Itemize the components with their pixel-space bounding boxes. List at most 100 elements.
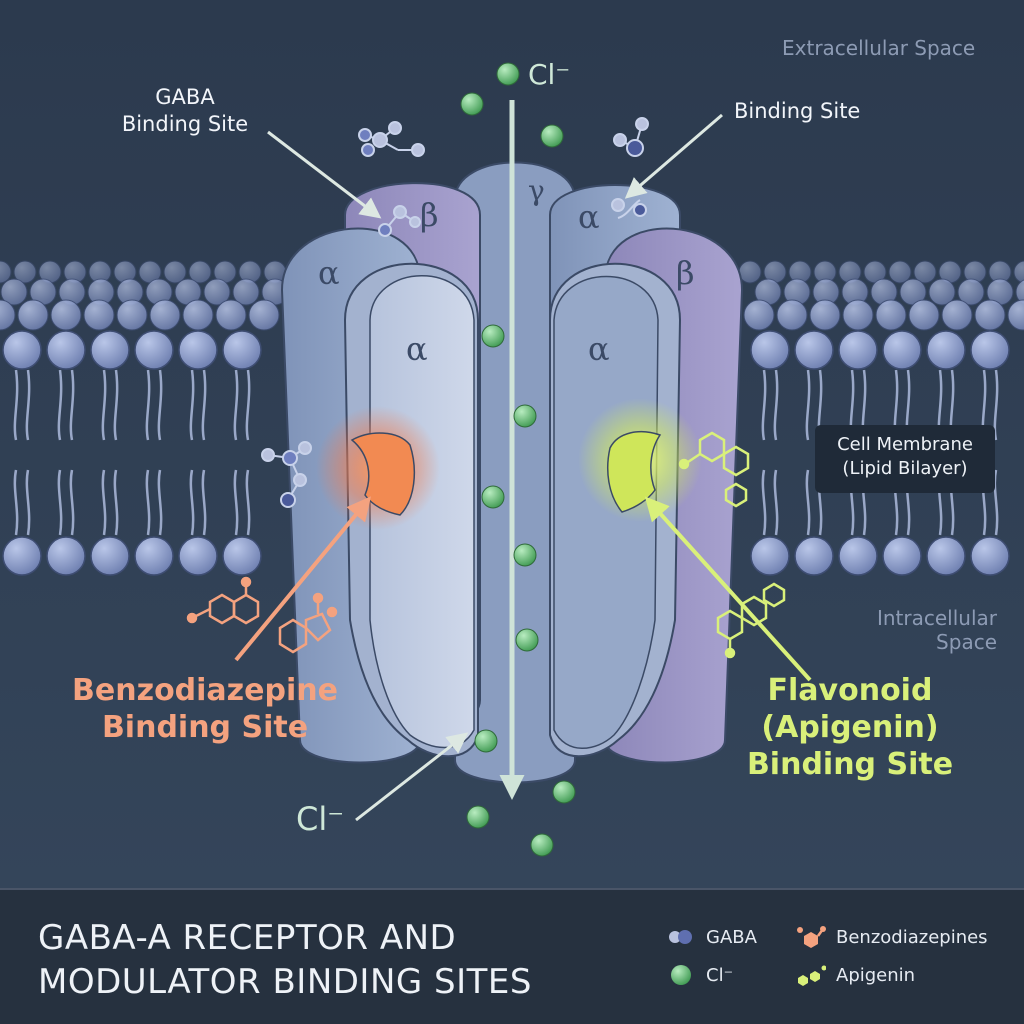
lipid-tail-upper (57, 369, 63, 441)
gaba-site-label: GABA Binding Site (110, 84, 260, 138)
gaba-site-arrow (267, 130, 382, 219)
lipid-head-back (182, 299, 214, 331)
lipid-head-back (203, 278, 231, 306)
lipid-tail-upper (993, 369, 999, 441)
lipid-tail-lower (201, 469, 207, 536)
lipid-head-top (882, 330, 922, 370)
lipid-tail-upper (113, 369, 119, 441)
chloride-ion (466, 805, 490, 829)
lipid-tail-upper (101, 369, 107, 441)
lipid-tail-upper (245, 369, 251, 441)
chloride-top-label: Cl⁻ (528, 58, 571, 91)
lipid-head-back (928, 278, 956, 306)
chloride-ion (515, 628, 539, 652)
subunit-label-left-inner: α (406, 330, 428, 368)
lipid-head-back (13, 260, 37, 284)
lipid-tail-lower (773, 469, 779, 536)
lipid-head-top (838, 330, 878, 370)
chloride-ion (530, 833, 554, 857)
lipid-head-bottom (794, 536, 834, 576)
lipid-head-back (1007, 299, 1024, 331)
subunit-label-right-inner: α (588, 330, 610, 368)
lipid-head-bottom (926, 536, 966, 576)
lipid-head-back (116, 299, 148, 331)
lipid-head-top (970, 330, 1010, 370)
lipid-head-top (2, 330, 42, 370)
chloride-entry-arrow (355, 732, 469, 822)
lipid-tail-lower (13, 469, 19, 536)
lipid-head-back (974, 299, 1006, 331)
gaba-a-receptor (280, 161, 744, 784)
lipid-head-back (50, 299, 82, 331)
chloride-ion (552, 780, 576, 804)
legend-item-apigenin: Apigenin (796, 962, 915, 988)
lipid-head-top (90, 330, 130, 370)
lipid-tail-upper (189, 369, 195, 441)
chloride-ion (513, 543, 537, 567)
lipid-head-back (248, 299, 280, 331)
lipid-head-back (0, 260, 12, 284)
gaba-molecule-bound-right (611, 198, 647, 219)
lipid-tail-lower (157, 469, 163, 536)
chloride-ion (460, 92, 484, 116)
chloride-ion (474, 729, 498, 753)
legend-item-chloride: Cl⁻ (666, 962, 733, 988)
lipid-head-bottom (750, 536, 790, 576)
lipid-head-back (842, 299, 874, 331)
gaba-molecule-bound-left (378, 205, 421, 237)
lipid-tail-lower (101, 469, 107, 536)
benzodiazepine-pocket (350, 432, 416, 516)
chloride-ion (481, 324, 505, 348)
lipid-tail-lower (69, 469, 75, 536)
membrane-top-heads (2, 330, 1010, 370)
lipid-tail-lower (57, 469, 63, 536)
chloride-ion (513, 404, 537, 428)
subunit-label-center: γ (528, 174, 545, 207)
membrane-label: Cell Membrane (Lipid Bilayer) (815, 425, 995, 493)
lipid-tail-upper (201, 369, 207, 441)
subunit-label-left-outer: α (318, 254, 340, 292)
lipid-tail-lower (761, 469, 767, 536)
flavonoid-site-label-line1: Flavonoid (767, 673, 933, 708)
footer-panel: GABA-A RECEPTOR AND MODULATOR BINDING SI… (0, 888, 1024, 1024)
lipid-head-back (215, 299, 247, 331)
legend-label-gaba: GABA (706, 926, 757, 948)
benzodiazepine-molecule-b (278, 592, 338, 654)
lipid-head-back (163, 260, 187, 284)
benzodiazepine-site-label-line1: Benzodiazepine (72, 673, 338, 708)
legend-label-benzodiazepines: Benzodiazepines (836, 926, 988, 948)
flavonoid-pocket (607, 431, 662, 513)
lipid-tail-upper (157, 369, 163, 441)
lipid-head-bottom (882, 536, 922, 576)
intracellular-label-line1: Intracellular (876, 606, 997, 630)
extracellular-label: Extracellular Space (782, 36, 976, 60)
legend-item-benzodiazepines: Benzodiazepines (796, 924, 988, 950)
benzodiazepine-molecule-a (186, 576, 260, 625)
membrane-label-line1: Cell Membrane (837, 434, 973, 455)
lipid-head-bottom (90, 536, 130, 576)
lipid-tail-lower (993, 469, 999, 536)
lipid-head-back (0, 278, 28, 306)
lipid-head-bottom (838, 536, 878, 576)
subunit-label-left-back: β (420, 196, 439, 234)
lipid-tail-upper (761, 369, 767, 441)
lipid-tail-lower (145, 469, 151, 536)
lipid-head-back (738, 260, 762, 284)
lipid-head-top (46, 330, 86, 370)
apigenin-molecule-a (678, 431, 750, 508)
apigenin-molecule-b (716, 582, 786, 659)
flavonoid-site-label-line3: Binding Site (746, 747, 954, 782)
lipid-tail-lower (25, 469, 31, 536)
lipid-head-back (776, 299, 808, 331)
lipid-tail-lower (233, 469, 239, 536)
legend-item-gaba: GABA (666, 924, 757, 950)
lipid-head-back (957, 278, 985, 306)
lipid-head-back (743, 299, 775, 331)
chloride-ions (460, 62, 576, 857)
lipid-head-top (222, 330, 262, 370)
gaba-molecule-icon (669, 930, 692, 944)
lipid-tail-lower (189, 469, 195, 536)
membrane-back-heads (0, 260, 1024, 331)
